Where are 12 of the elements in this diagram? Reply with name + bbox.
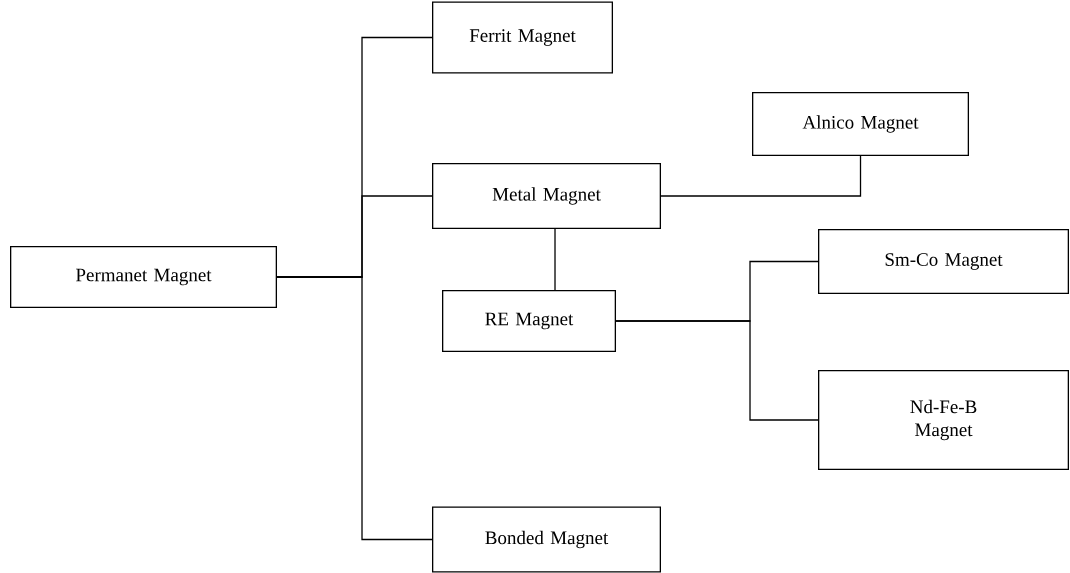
magnet-box: Permanet Magnet [10, 246, 277, 308]
magnet-box: RE Magnet [442, 290, 616, 352]
magnet-box: Ferrit Magnet [432, 1, 613, 74]
magnet-box: Alnico Magnet [752, 92, 969, 156]
magnet-box: Metal Magnet [432, 163, 661, 229]
magnet-box: Nd-Fe-B Magnet [818, 370, 1069, 470]
connector-line [554, 228, 556, 291]
connector-line [660, 155, 862, 197]
connector-line [615, 320, 819, 421]
connector-line [276, 276, 433, 541]
magnet-box: Bonded Magnet [432, 506, 661, 573]
magnet-box: Sm-Co Magnet [818, 229, 1069, 294]
